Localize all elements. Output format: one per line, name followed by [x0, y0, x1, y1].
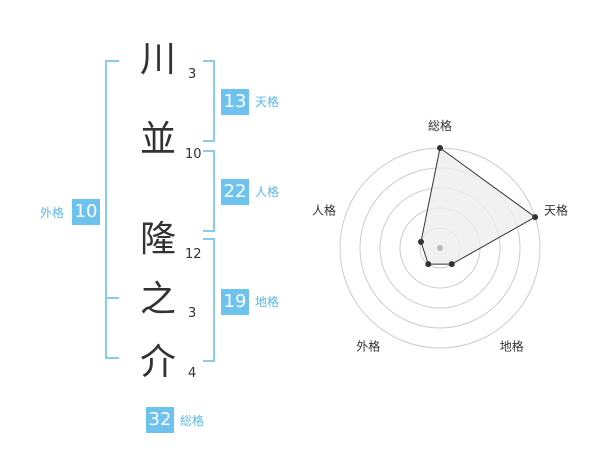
soukaku-badge: 32: [146, 407, 174, 433]
name-char-2: 並: [140, 119, 177, 160]
outer-bracket-top: [105, 60, 119, 62]
radar-axis-label-5: 人格: [312, 202, 336, 217]
outer-bracket-divider: [105, 297, 119, 299]
soukaku-label: 総格: [180, 414, 205, 428]
chikaku-label: 地格: [255, 295, 280, 309]
chikaku-bracket: [203, 238, 215, 362]
stroke-count-5: 4: [188, 366, 197, 381]
radar-point-1: [437, 145, 443, 151]
gaikaku-label: 外格: [40, 206, 65, 220]
name-char-3: 隆: [140, 219, 177, 260]
jinkaku-bracket: [203, 150, 215, 232]
stroke-count-1: 3: [188, 67, 197, 82]
radar-series-polygon: [420, 147, 537, 265]
radar-axis-label-2: 天格: [544, 202, 568, 217]
gaikaku-badge: 10: [72, 199, 100, 225]
radar-point-2: [532, 214, 539, 221]
tenkaku-badge: 13: [221, 89, 249, 115]
radar-point-4: [425, 261, 432, 268]
name-char-1: 川: [140, 39, 177, 80]
radar-axis-label-3: 地格: [500, 339, 524, 354]
tenkaku-label: 天格: [255, 95, 280, 109]
radar-axis-label-1: 総格: [428, 118, 452, 133]
radar-point-3: [448, 261, 455, 268]
jinkaku-badge: 22: [221, 179, 249, 205]
radar-center-dot: [437, 245, 443, 251]
chikaku-badge: 19: [221, 289, 249, 315]
name-char-5: 介: [140, 342, 177, 383]
stroke-count-4: 3: [188, 306, 197, 321]
radar-axis-label-4: 外格: [356, 339, 380, 354]
name-char-4: 之: [140, 279, 177, 320]
stroke-count-2: 10: [185, 147, 202, 162]
tenkaku-bracket: [203, 60, 215, 142]
stroke-count-3: 12: [185, 247, 202, 262]
outer-bracket-line: [105, 60, 107, 359]
outer-bracket-bottom: [105, 357, 119, 359]
jinkaku-label: 人格: [255, 185, 280, 199]
radar-point-5: [417, 238, 424, 245]
